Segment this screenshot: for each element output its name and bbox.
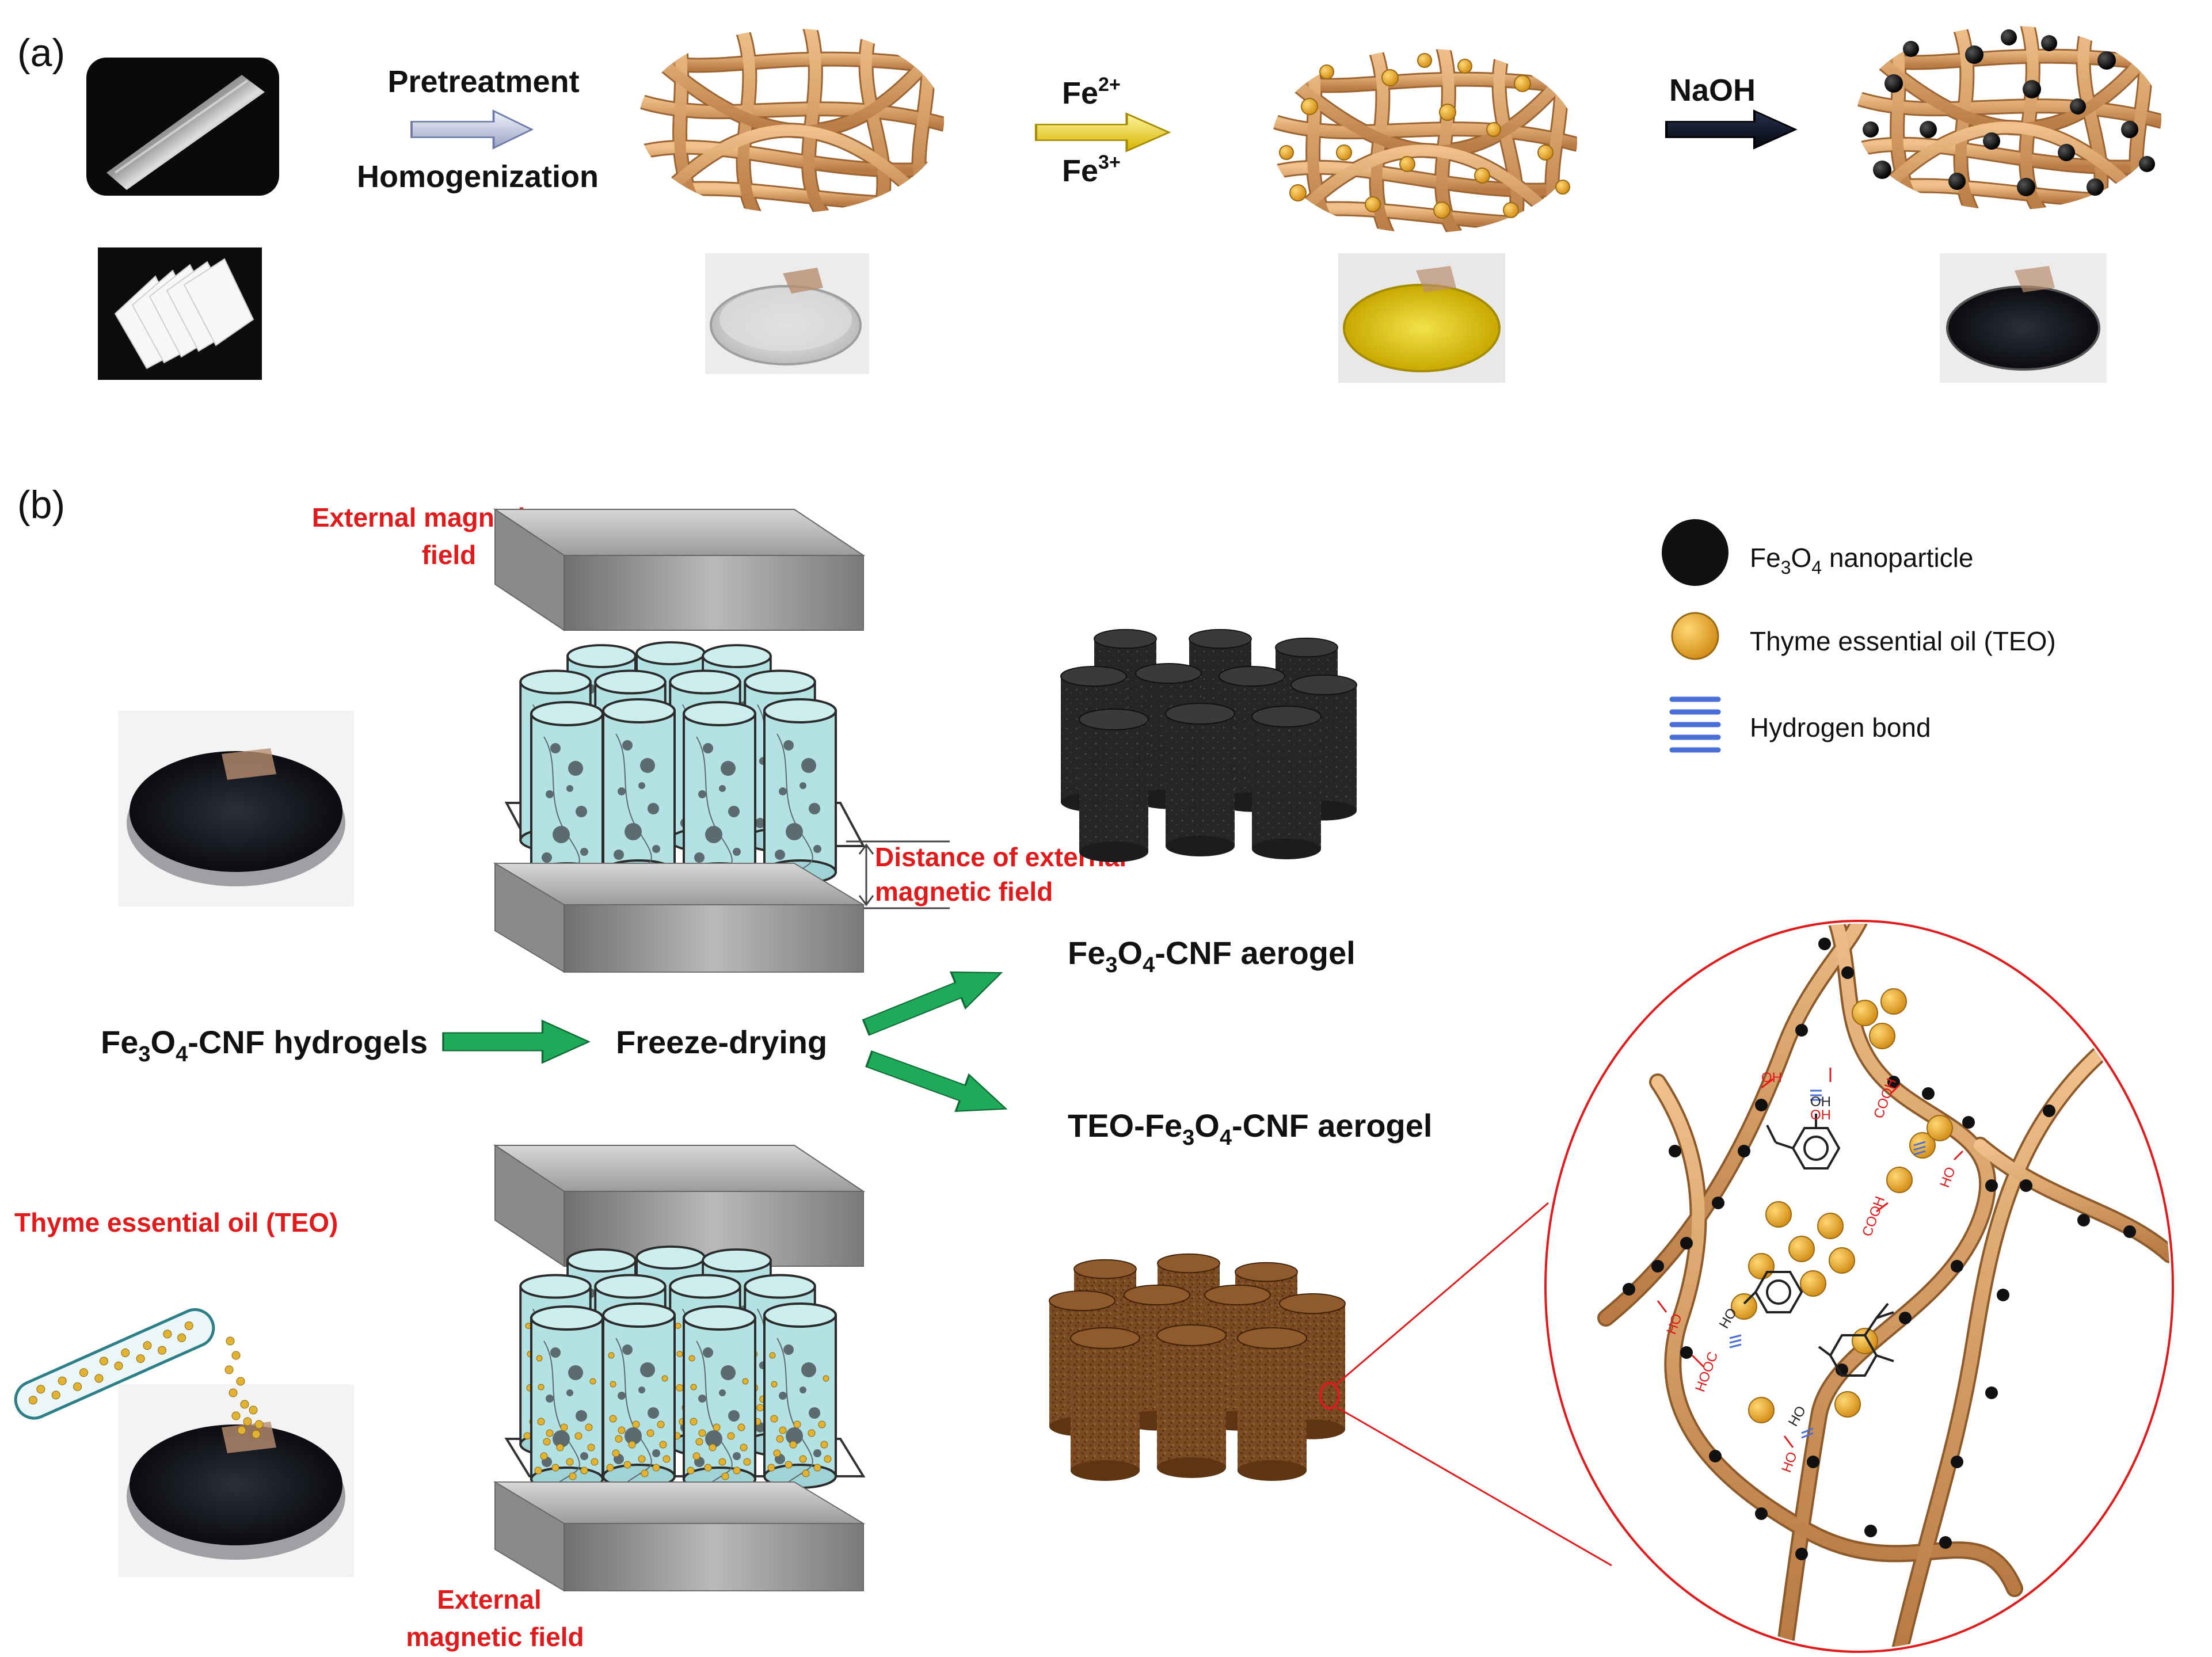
legend-item-hydrogen-bond: Hydrogen bond [1669,696,1931,753]
cnf-network-fe3o4 [1848,20,2170,216]
panel-a: (a) Pretreatment Homogenization [17,20,2170,383]
zoom-label-oh-black: OH [1810,1094,1831,1110]
hydrogel-dish-photo [118,711,354,906]
legend-label-nanoparticle: Fe3O4 nanoparticle [1750,543,1973,578]
zoom-label-oh-1: OH [1761,1070,1782,1085]
fe3o4-gel-dish-photo [1940,253,2107,383]
hydrogen-bond-icon [1669,696,1721,753]
fiber-sem-image [86,58,279,196]
iron-gel-dish-photo [1338,253,1505,383]
top-magnet-plate-upper [494,509,864,631]
cnf-network-plain [630,23,953,219]
fe3-label: Fe3+ [1062,151,1121,188]
zoom-label-oh-2: OH [1810,1107,1831,1123]
panel-b: (b) External magnetic field [14,483,2174,1653]
teo-hydrogel-cylinder-array [504,1247,866,1491]
freeze-drying-label: Freeze-drying [616,1024,827,1060]
tissue-paper-photo [98,247,262,380]
bottom-magnet-plate-upper [494,863,864,973]
freeze-to-aerogel-arrow [858,954,1010,1046]
naoh-label: NaOH [1669,73,1756,108]
black-dot-icon [1662,519,1729,586]
pretreatment-label: Pretreatment [387,64,579,99]
teo-test-tube [14,1308,264,1439]
teo-label: Thyme essential oil (TEO) [14,1207,338,1237]
cnf-network-iron-loaded [1263,43,1586,239]
panel-a-label: (a) [17,31,65,75]
hydrogels-label: Fe3O4-CNF hydrogels [101,1024,428,1066]
teo-fe3o4-cnf-aerogel-label: TEO-Fe3O4-CNF aerogel [1068,1107,1432,1150]
legend: Fe3O4 nanoparticle Thyme essential oil (… [1662,519,2056,753]
field-bottom-line2: magnetic field [406,1622,584,1652]
teo-pour-drops [224,1336,264,1439]
legend-item-nanoparticle: Fe3O4 nanoparticle [1662,519,1973,586]
naoh-arrow [1666,111,1795,148]
orange-dot-icon [1671,612,1719,660]
hydrogel-to-freeze-arrow [442,1019,590,1064]
pretreatment-arrow [410,109,533,150]
legend-item-teo: Thyme essential oil (TEO) [1671,612,2056,660]
fe3o4-cnf-aerogel-array [1060,628,1357,863]
fe2-label: Fe2+ [1062,74,1121,111]
fe3o4-cnf-aerogel-label: Fe3O4-CNF aerogel [1068,935,1356,977]
homogenization-label: Homogenization [357,159,599,194]
freeze-to-teo-aerogel-arrow [861,1039,1014,1128]
legend-label-hydrogen-bond: Hydrogen bond [1750,713,1931,742]
bottom-magnet-plate-lower [494,1481,864,1591]
teo-fe3o4-cnf-aerogel-array [1049,1253,1346,1481]
field-top-line2: field [422,540,477,570]
iron-ions-arrow [1036,114,1169,151]
zoom-circle: OH OH COOH COOH HO HO HOOC HO OH HO HO [1544,920,2174,1653]
distance-label-line2: magnetic field [875,877,1053,906]
panel-b-label: (b) [17,483,65,527]
zoom-connector [1319,1202,1612,1567]
legend-label-teo: Thyme essential oil (TEO) [1750,626,2056,656]
cnf-suspension-dish-photo [705,253,869,374]
hydrogel-cylinder-array [504,641,866,887]
field-bottom-line1: External [437,1584,542,1614]
